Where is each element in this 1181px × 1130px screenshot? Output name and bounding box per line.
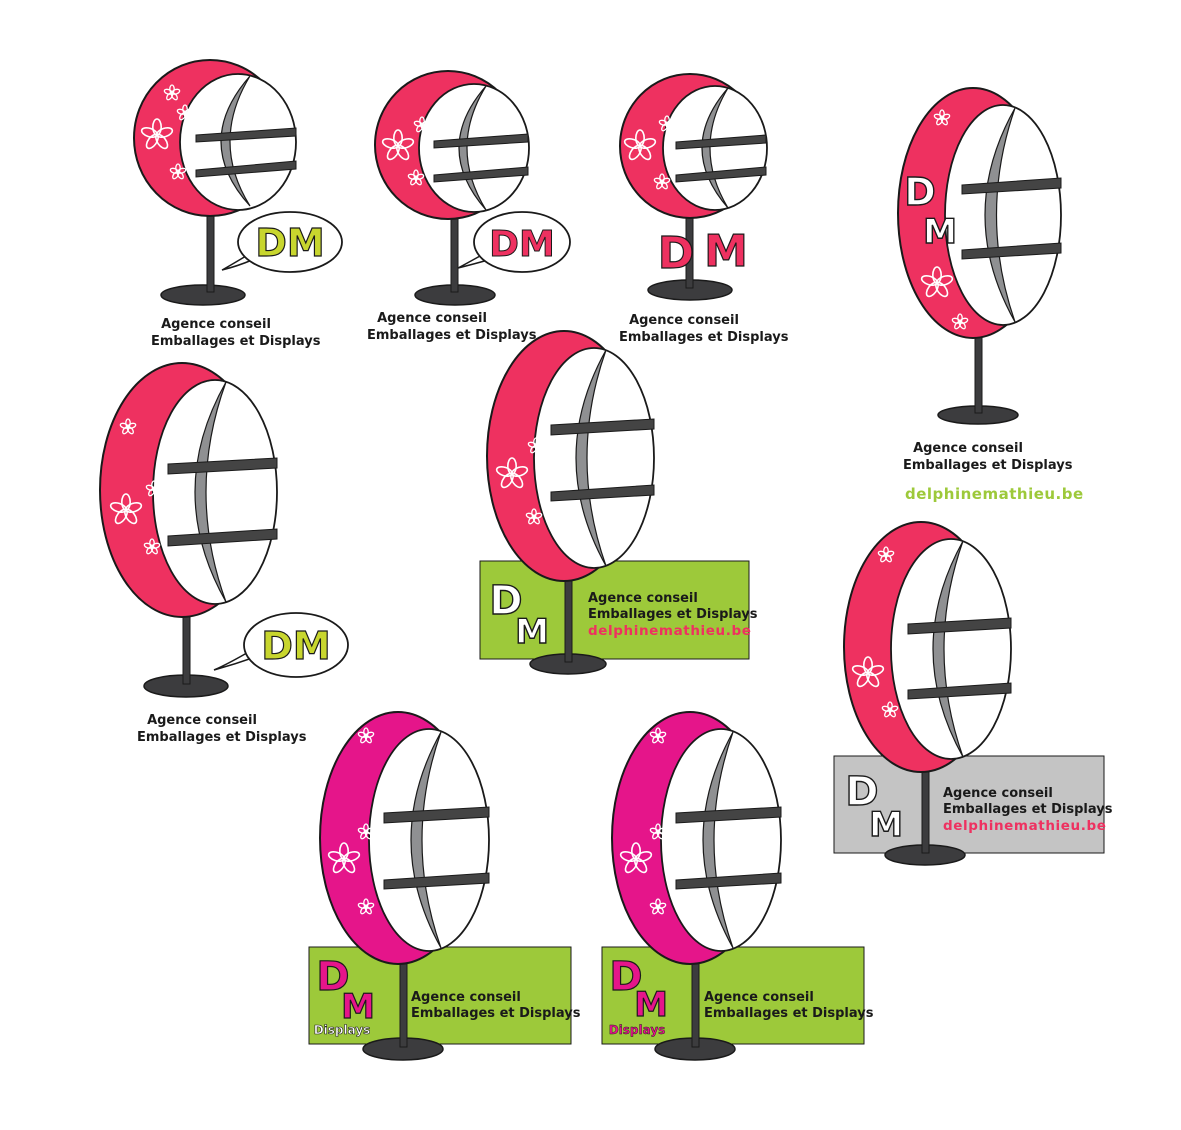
speech-bubble-icon: [473, 211, 571, 273]
lime-plaque: [601, 946, 865, 1045]
dm-logo-icon: M: [869, 805, 903, 845]
caption-line-2: Emballages et Displays: [704, 1006, 874, 1021]
caption-line-1: Agence conseil: [913, 441, 1023, 456]
website-url: delphinemathieu.be: [943, 818, 1107, 834]
caption-line-2: Emballages et Displays: [137, 730, 307, 745]
displays-label: Displays: [314, 1023, 371, 1037]
caption-line-1: Agence conseil: [377, 311, 487, 326]
caption-line-1: Agence conseil: [943, 786, 1053, 801]
plaque-text-variant-8: Agence conseil Emballages et Displays: [411, 990, 580, 1022]
website-url: delphinemathieu.be: [588, 623, 752, 639]
caption-line-1: Agence conseil: [161, 317, 271, 332]
plaque-text-variant-9: Agence conseil Emballages et Displays: [704, 990, 873, 1022]
dm-logo-icon: D: [658, 228, 695, 279]
caption-variant-2: Agence conseil Emballages et Displays: [367, 310, 537, 344]
caption-line-1: Agence conseil: [147, 713, 257, 728]
lime-plaque: [479, 560, 750, 660]
dm-logo-icon: D: [489, 578, 522, 624]
caption-line-2: Emballages et Displays: [903, 458, 1073, 473]
caption-line-2: Emballages et Displays: [619, 330, 789, 345]
caption-line-2: Emballages et Displays: [411, 1006, 581, 1021]
display-variant-2: DM: [374, 70, 571, 306]
dm-logo-icon: M: [923, 212, 957, 252]
caption-line-2: Emballages et Displays: [588, 607, 758, 622]
caption-line-2: Emballages et Displays: [151, 334, 321, 349]
caption-line-1: Agence conseil: [629, 313, 739, 328]
grey-plaque: [833, 755, 1105, 854]
dm-logo-icon: M: [704, 226, 748, 277]
dm-logo-icon: M: [341, 987, 375, 1027]
caption-variant-5: Agence conseil Emballages et Displays: [137, 712, 307, 746]
display-variant-7: D M: [833, 521, 1105, 866]
caption-variant-4: Agence conseil Emballages et Displays: [903, 440, 1073, 474]
speech-bubble-icon: [243, 612, 349, 678]
dm-logo-icon: D: [845, 769, 878, 815]
display-variant-6: D M: [479, 330, 750, 675]
website-url: delphinemathieu.be: [905, 485, 1084, 503]
display-variant-8: D M Displays: [308, 711, 572, 1061]
speech-bubble-icon: [237, 211, 343, 273]
plaque-text-variant-6: Agence conseil Emballages et Displays de…: [588, 591, 757, 639]
plaque-text-variant-7: Agence conseil Emballages et Displays de…: [943, 786, 1112, 834]
lime-plaque: [308, 946, 572, 1045]
display-variant-5: DM: [99, 362, 349, 698]
caption-line-1: Agence conseil: [411, 990, 521, 1005]
dm-logo-icon: M: [634, 985, 668, 1025]
dm-logo-icon: DM: [489, 224, 555, 265]
display-variant-4: D M: [897, 87, 1062, 425]
dm-logo-icon: D: [609, 954, 642, 1000]
display-variant-3: D M: [619, 73, 768, 301]
displays-label: Displays: [609, 1023, 666, 1037]
dm-logo-icon: M: [515, 612, 549, 652]
caption-line-2: Emballages et Displays: [367, 328, 537, 343]
dm-logo-icon: D: [904, 170, 936, 214]
dm-logo-icon: DM: [255, 221, 324, 265]
caption-line-1: Agence conseil: [588, 591, 698, 606]
caption-variant-1: Agence conseil Emballages et Displays: [151, 316, 321, 350]
dm-logo-icon: D: [316, 954, 349, 1000]
caption-line-1: Agence conseil: [704, 990, 814, 1005]
display-variant-9: D M Displays: [601, 711, 865, 1061]
caption-variant-3: Agence conseil Emballages et Displays: [619, 312, 789, 346]
dm-logo-icon: DM: [261, 624, 330, 668]
display-variant-1: DM: [133, 59, 343, 306]
caption-line-2: Emballages et Displays: [943, 802, 1113, 817]
